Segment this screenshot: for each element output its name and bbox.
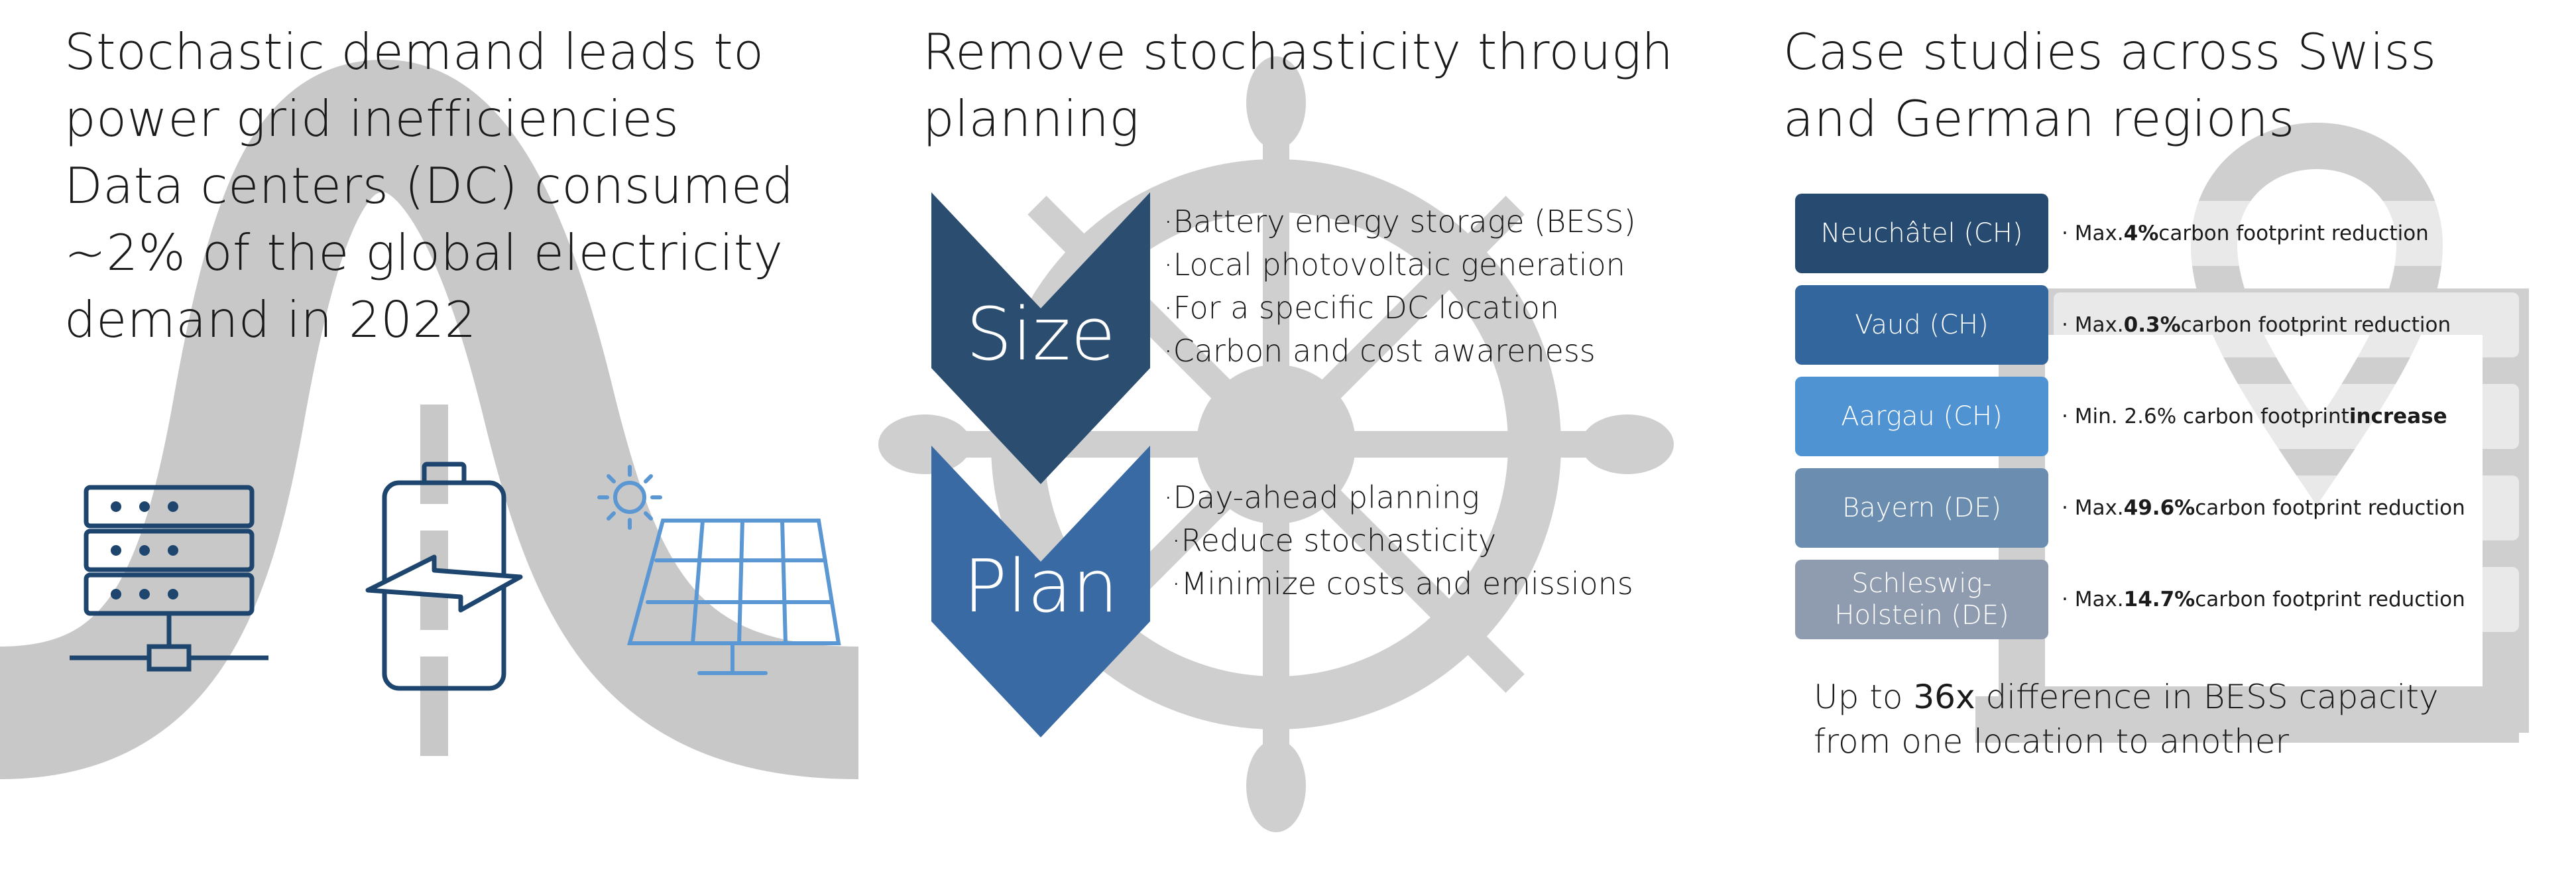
note-suffix: carbon footprint reduction bbox=[2180, 313, 2451, 337]
middle-heading: Remove stochasticity through planning bbox=[923, 19, 1673, 153]
summary-value: 36x bbox=[1913, 678, 1975, 716]
plan-chevron bbox=[931, 446, 1150, 737]
size-bullet: ·Local photovoltaic generation bbox=[1163, 247, 1625, 282]
note-prefix: · Max. bbox=[2062, 221, 2124, 245]
region-neuchatel: Neuchâtel (CH) bbox=[1795, 194, 2048, 273]
left-heading: Stochastic demand leads to power grid in… bbox=[64, 19, 794, 353]
note-prefix: · Max. bbox=[2062, 496, 2124, 520]
summary-prefix: Up to bbox=[1814, 678, 1914, 716]
bess-summary: Up to 36x difference in BESS capacity fr… bbox=[1814, 675, 2439, 764]
region-schleswig-holstein: Schleswig- Holstein (DE) bbox=[1795, 560, 2048, 639]
left-heading-line: Data centers (DC) consumed bbox=[64, 157, 794, 215]
region-bayern: Bayern (DE) bbox=[1795, 468, 2048, 548]
note-value: 14.7% bbox=[2123, 588, 2195, 611]
right-heading: Case studies across Swiss and German reg… bbox=[1783, 19, 2437, 153]
region-note: · Max. 49.6% carbon footprint reduction bbox=[2054, 475, 2519, 540]
size-bullet: ·For a specific DC location bbox=[1163, 290, 1560, 326]
plan-bullet: ·Day-ahead planning bbox=[1163, 479, 1480, 515]
note-value: 0.3% bbox=[2123, 313, 2181, 337]
middle-heading-line: Remove stochasticity through bbox=[923, 23, 1674, 81]
size-bullet: ·Carbon and cost awareness bbox=[1163, 333, 1596, 369]
region-note: · Max. 14.7% carbon footprint reduction bbox=[2054, 567, 2519, 632]
note-prefix: · Max. bbox=[2062, 588, 2124, 611]
right-heading-line: and German regions bbox=[1783, 90, 2295, 148]
region-name-line: Holstein (DE) bbox=[1834, 600, 2009, 631]
server-rack-icon bbox=[70, 485, 268, 672]
plan-bullet: ·Minimize costs and emissions bbox=[1171, 566, 1633, 601]
bess-summary-line: Up to 36x difference in BESS capacity bbox=[1814, 675, 2439, 720]
region-note: · Min. 2.6% carbon footprint increase bbox=[2054, 384, 2519, 449]
left-heading-line: ~2% of the global electricity bbox=[64, 223, 784, 282]
battery-charge-icon bbox=[365, 462, 523, 691]
note-suffix: carbon footprint reduction bbox=[2195, 496, 2465, 520]
size-bullet: ·Battery energy storage (BESS) bbox=[1163, 204, 1636, 239]
plan-bullet: ·Reduce stochasticity bbox=[1171, 523, 1497, 558]
note-value: increase bbox=[2349, 405, 2447, 428]
left-heading-line: demand in 2022 bbox=[64, 290, 477, 349]
size-bullets: ·Battery energy storage (BESS) ·Local ph… bbox=[1163, 200, 1636, 373]
left-heading-line: power grid inefficiencies bbox=[64, 90, 679, 148]
note-prefix: · Min. 2.6% carbon footprint bbox=[2062, 405, 2349, 428]
bess-summary-line: from one location to another bbox=[1814, 722, 2290, 761]
size-label: Size bbox=[966, 292, 1116, 377]
note-value: 4% bbox=[2123, 221, 2159, 245]
region-vaud: Vaud (CH) bbox=[1795, 285, 2048, 365]
solar-panel-icon bbox=[597, 465, 841, 675]
right-heading-line: Case studies across Swiss bbox=[1783, 23, 2437, 81]
note-value: 49.6% bbox=[2123, 496, 2195, 520]
left-heading-line: Stochastic demand leads to bbox=[64, 23, 764, 81]
plan-label: Plan bbox=[963, 544, 1119, 629]
note-prefix: · Max. bbox=[2062, 313, 2124, 337]
region-note: · Max. 0.3% carbon footprint reduction bbox=[2054, 292, 2519, 357]
region-name-line: Schleswig- bbox=[1851, 568, 1992, 599]
region-aargau: Aargau (CH) bbox=[1795, 377, 2048, 456]
region-note: · Max. 4% carbon footprint reduction bbox=[2054, 201, 2519, 266]
note-suffix: carbon footprint reduction bbox=[2195, 588, 2465, 611]
middle-heading-line: planning bbox=[923, 90, 1140, 148]
plan-bullets: ·Day-ahead planning ·Reduce stochasticit… bbox=[1163, 476, 1633, 605]
summary-suffix: difference in BESS capacity bbox=[1975, 678, 2439, 716]
note-suffix: carbon footprint reduction bbox=[2158, 221, 2429, 245]
size-chevron bbox=[931, 192, 1150, 484]
